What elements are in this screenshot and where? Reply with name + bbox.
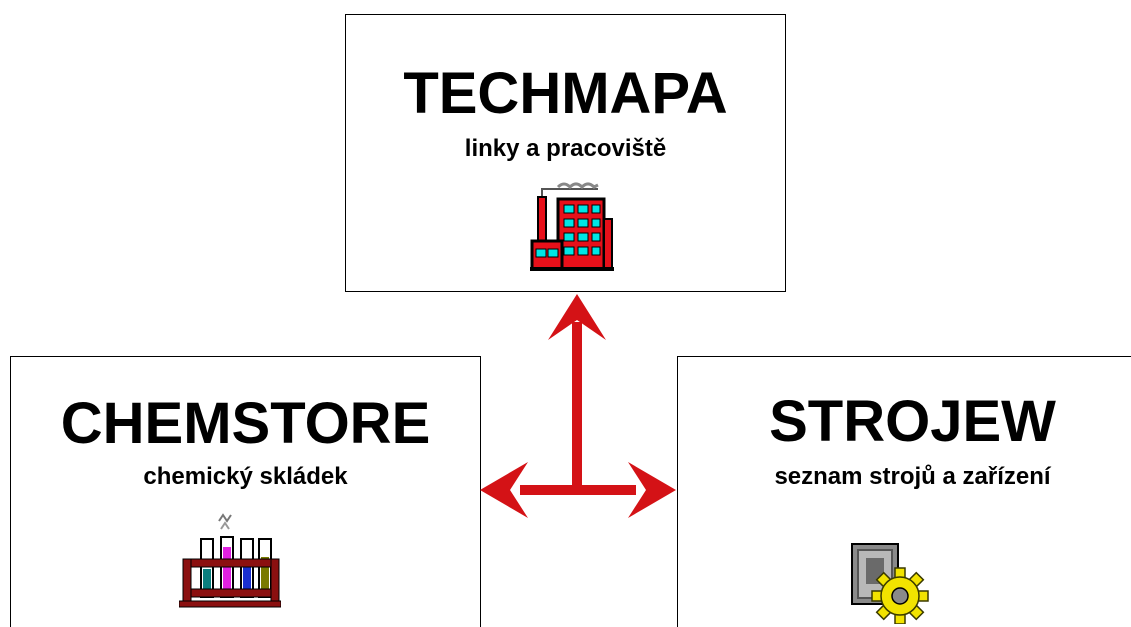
vertical-connector-line: [572, 322, 582, 492]
chemstore-box[interactable]: CHEMSTORE chemický skládek: [10, 356, 481, 627]
strojew-box[interactable]: STROJEW seznam strojů a zařízení: [677, 356, 1131, 627]
horizontal-connector-line: [520, 485, 636, 495]
chemstore-subtitle: chemický skládek: [143, 463, 348, 490]
chemstore-title: CHEMSTORE: [60, 391, 431, 456]
techmapa-subtitle: linky a pracoviště: [464, 135, 667, 162]
techmapa-title: TECHMAPA: [403, 61, 728, 126]
techmapa-box[interactable]: TECHMAPA linky a pracoviště: [345, 14, 786, 292]
strojew-title: STROJEW: [769, 389, 1056, 454]
arrowhead-up: [548, 294, 606, 340]
strojew-subtitle: seznam strojů a zařízení: [774, 463, 1051, 490]
arrowhead-left: [480, 462, 528, 518]
test-tube-rack-icon: [179, 513, 281, 608]
factory-icon: [530, 182, 614, 271]
arrowhead-right: [628, 462, 676, 518]
machine-gear-icon: [851, 543, 929, 624]
